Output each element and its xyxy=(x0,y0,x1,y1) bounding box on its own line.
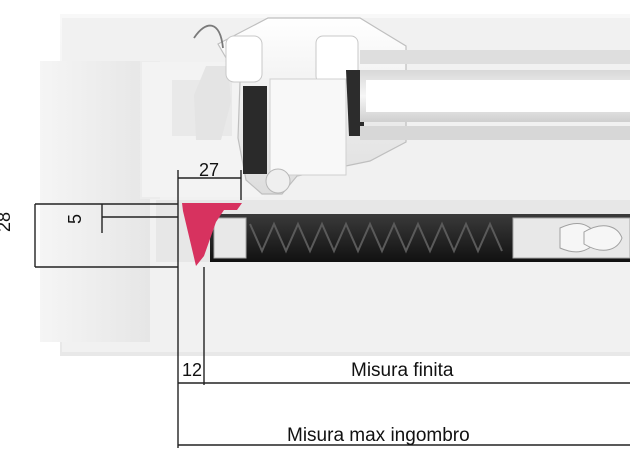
highlight-profile xyxy=(182,203,242,266)
misura-finita-label: Misura finita xyxy=(351,360,454,381)
glass-top-band xyxy=(360,50,630,64)
dimension-27-label: 27 xyxy=(199,160,219,180)
spring-insulation-pattern xyxy=(249,221,503,254)
frame-drip-round xyxy=(265,168,291,194)
dimension-5-label: 5 xyxy=(65,214,85,224)
frame-gasket-right xyxy=(346,70,364,136)
glass-highlight xyxy=(366,80,630,112)
timber-carving xyxy=(194,66,231,140)
wall-block xyxy=(40,61,150,342)
frame-gasket-left xyxy=(243,86,267,174)
panel-left-cap xyxy=(213,217,247,259)
frame-clip-wire xyxy=(193,24,224,49)
panel-end-shape-right xyxy=(583,225,623,251)
glass-bottom-band xyxy=(360,126,630,140)
dimension-lines xyxy=(34,170,630,448)
frame-chamber-left xyxy=(225,35,263,83)
frame-chamber-center xyxy=(269,78,347,176)
dimension-12-label: 12 xyxy=(182,360,202,380)
dimension-28-label: 28 xyxy=(0,212,14,232)
highlight-profile-top xyxy=(191,203,202,211)
misura-max-ingombro-label: Misura max ingombro xyxy=(287,425,470,446)
